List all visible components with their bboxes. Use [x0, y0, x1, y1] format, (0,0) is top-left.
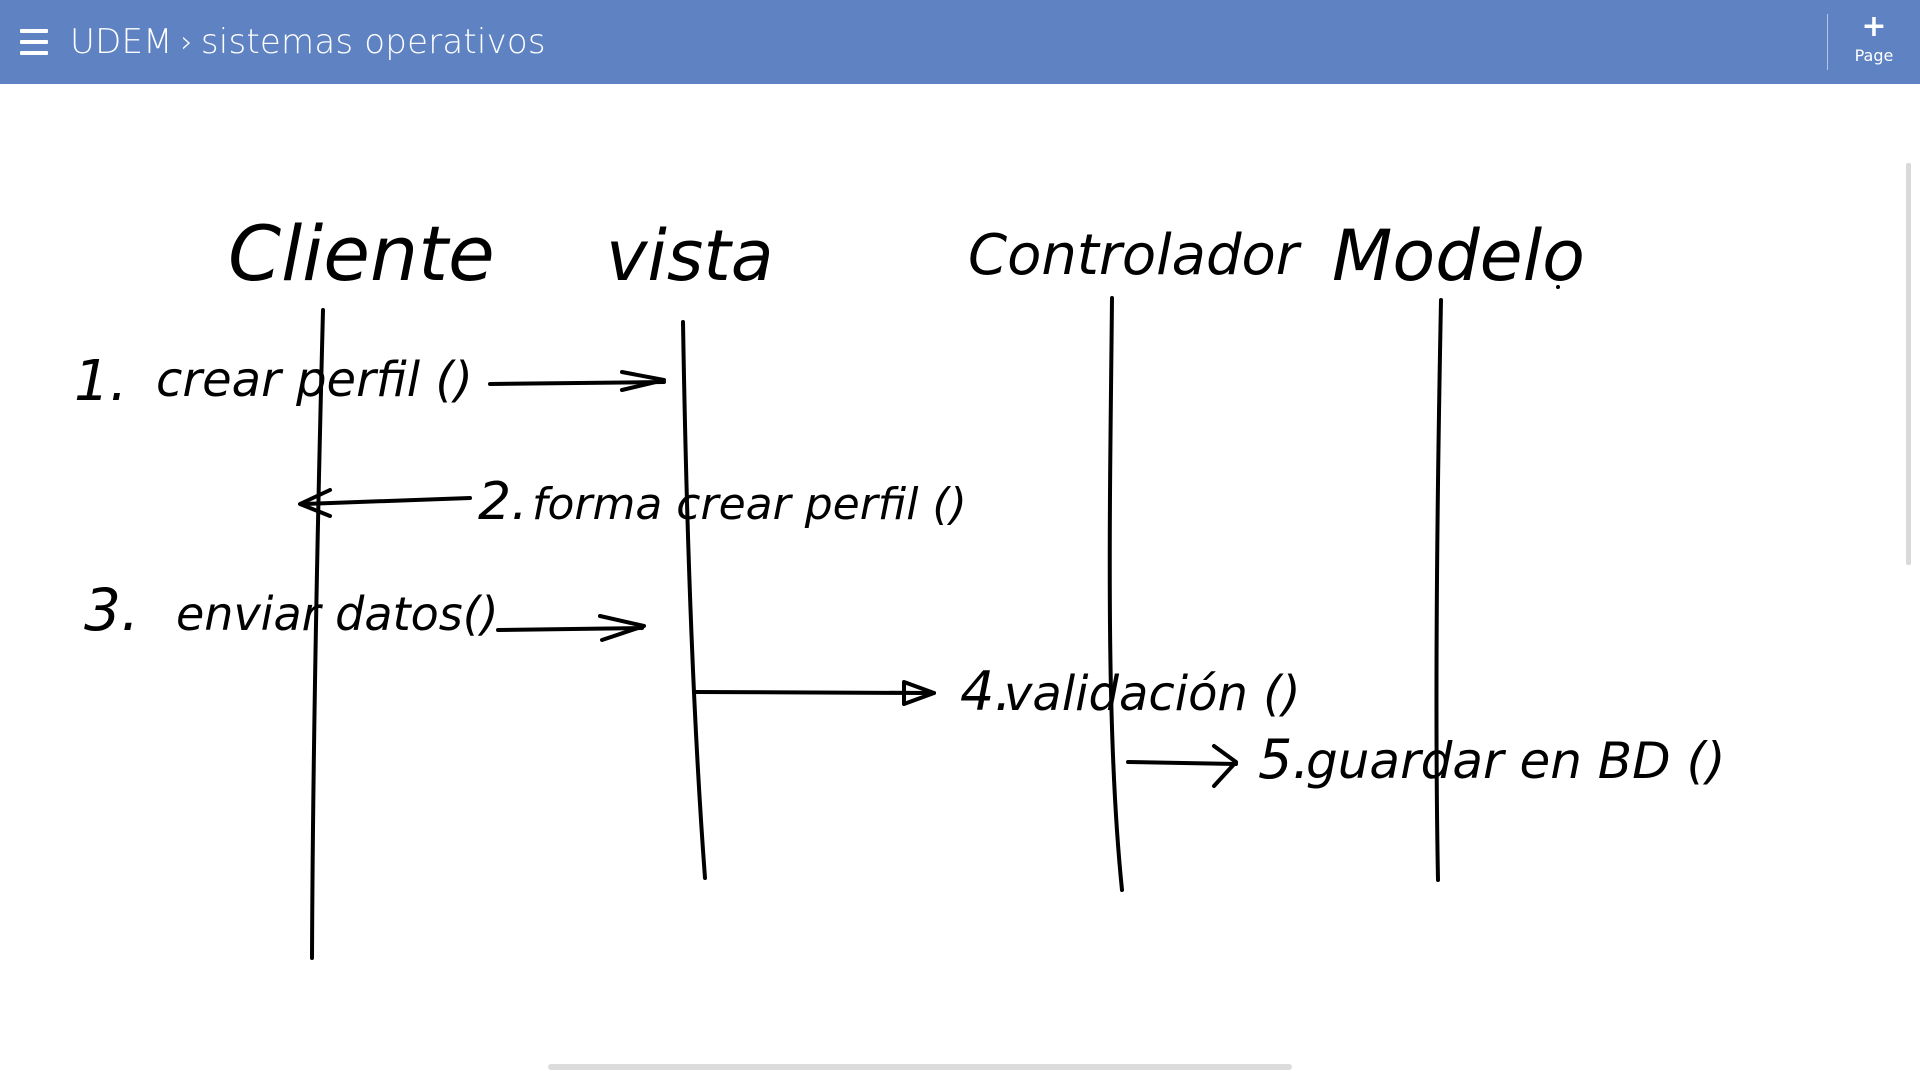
message-5-number: 5.	[1258, 728, 1310, 791]
hamburger-menu-icon[interactable]	[20, 27, 50, 57]
breadcrumb-notebook[interactable]: UDEM	[70, 22, 173, 62]
message-3-arrow	[496, 626, 644, 632]
header-divider	[1827, 14, 1828, 70]
message-2-arrowhead	[298, 488, 332, 518]
ink-dot	[1556, 285, 1560, 289]
sequence-diagram-sketch: Cliente vista Controlador Modelo 1. crea…	[74, 209, 1726, 960]
plus-icon: +	[1861, 9, 1887, 44]
message-5-arrow	[1126, 760, 1238, 766]
message-5-label: guardar en BD ()	[1306, 732, 1726, 790]
lifeline-cliente	[310, 308, 325, 960]
lifeline-modelo	[1434, 298, 1443, 882]
message-2-label: forma crear perfil ()	[532, 479, 967, 530]
add-page-label: Page	[1854, 46, 1894, 65]
message-5-arrowhead	[1212, 744, 1238, 788]
message-3-arrowhead	[598, 614, 646, 642]
message-1-label: crear perfil ()	[156, 352, 473, 408]
lifeline-vista	[681, 320, 707, 880]
message-2-number: 2.	[478, 472, 528, 532]
horizontal-scrollbar[interactable]	[548, 1064, 1292, 1070]
message-4-arrow	[692, 690, 936, 695]
message-1-number: 1.	[74, 349, 127, 414]
participant-cliente: Cliente	[228, 209, 495, 298]
message-4-number: 4.	[960, 660, 1012, 723]
participant-controlador: Controlador	[968, 223, 1302, 288]
message-1-arrow	[488, 380, 666, 386]
lifeline-controlador	[1107, 296, 1124, 892]
message-4-label: validación ()	[1004, 666, 1301, 722]
message-4-arrowhead	[902, 680, 936, 706]
participant-modelo: Modelo	[1332, 215, 1585, 297]
add-page-button[interactable]: + Page	[1836, 12, 1912, 72]
breadcrumb-section[interactable]: sistemas operativos	[200, 22, 546, 62]
ink-canvas[interactable]: Cliente vista Controlador Modelo 1. crea…	[0, 84, 1920, 1080]
vertical-scrollbar[interactable]	[1906, 163, 1911, 565]
message-2-arrow	[302, 496, 472, 506]
message-3-label: enviar datos()	[176, 587, 499, 641]
breadcrumb-separator: ›	[180, 24, 193, 60]
breadcrumb: UDEM › sistemas operativos	[70, 20, 546, 64]
app-header: UDEM › sistemas operativos + Page	[0, 0, 1920, 84]
participant-vista: vista	[606, 215, 774, 297]
message-1-arrowhead	[620, 370, 666, 392]
message-3-number: 3.	[84, 576, 139, 644]
